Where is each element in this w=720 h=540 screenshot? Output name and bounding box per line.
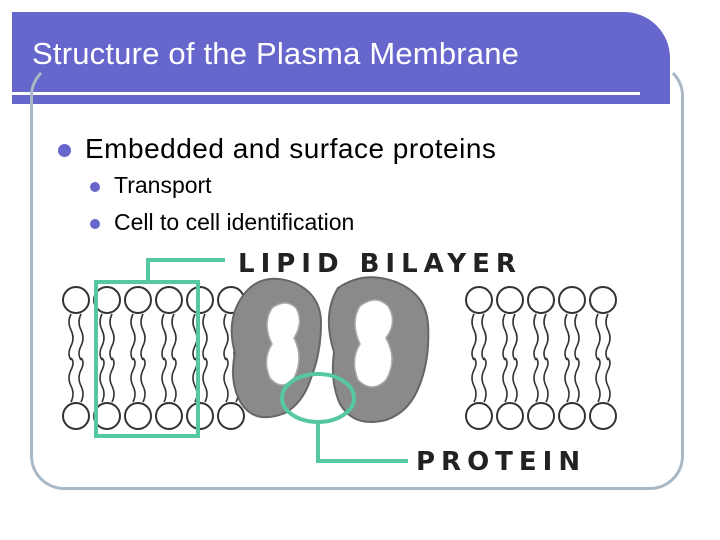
sub-bullet-text: Transport <box>114 172 212 198</box>
lipid-tail <box>595 313 601 361</box>
bullet-dot-icon <box>58 143 71 157</box>
membrane-diagram: LIPID BILAYER PROTEIN <box>60 248 660 483</box>
lipid-head <box>124 286 152 314</box>
lipid-tail <box>202 313 208 361</box>
lipid-tail <box>471 313 477 361</box>
lipid-head <box>217 402 245 430</box>
lipid-tail <box>171 357 177 403</box>
sub-bullet-dot-icon <box>90 181 100 192</box>
lipid-tail <box>564 313 570 361</box>
lipid-tail <box>140 313 146 361</box>
lipid-tail <box>109 357 115 403</box>
lipid-tail <box>140 357 146 403</box>
lipid-head <box>589 402 617 430</box>
lipid-tail <box>533 357 539 403</box>
content-frame <box>30 62 684 490</box>
lipid-tail <box>543 357 549 403</box>
lipid-tail <box>78 313 84 361</box>
lipid-head <box>527 402 555 430</box>
lipid-tail <box>481 313 487 361</box>
lipid-tail <box>502 313 508 361</box>
sub-bullet-item: Transport <box>90 172 212 199</box>
lipid-tail <box>512 357 518 403</box>
lipid-tail <box>78 357 84 403</box>
bullet-item: Embedded and surface proteins <box>58 133 496 165</box>
lipid-tail <box>99 357 105 403</box>
lipid-tail <box>223 357 229 403</box>
sub-bullet-text: Cell to cell identification <box>114 209 355 235</box>
lipid-tail <box>161 313 167 361</box>
lipid-tail <box>130 313 136 361</box>
lipid-bilayer-illustration: LIPID BILAYER PROTEIN <box>62 249 617 477</box>
lipid-highlight-box <box>94 280 200 438</box>
lipid-tail <box>109 313 115 361</box>
lipid-tail <box>533 313 539 361</box>
lipid-head <box>62 402 90 430</box>
protein-channel <box>353 299 394 388</box>
protein-callout-line <box>316 422 408 463</box>
lipid-tail <box>595 357 601 403</box>
protein-label: PROTEIN <box>416 447 586 477</box>
lipid-head <box>496 402 524 430</box>
lipid-tail <box>502 357 508 403</box>
lipid-head <box>496 286 524 314</box>
lipid-bilayer-label: LIPID BILAYER <box>238 249 522 279</box>
protein-channel <box>265 302 301 386</box>
title-underline <box>12 92 640 95</box>
lipid-head <box>589 286 617 314</box>
lipid-head <box>155 402 183 430</box>
lipid-head <box>62 286 90 314</box>
lipid-tail <box>161 357 167 403</box>
lipid-tail <box>512 313 518 361</box>
protein-shape <box>230 276 430 423</box>
lipid-tail <box>564 357 570 403</box>
lipid-tail <box>68 357 74 403</box>
slide-title: Structure of the Plasma Membrane <box>32 36 520 71</box>
lipid-tail <box>481 357 487 403</box>
lipid-head <box>465 286 493 314</box>
lipid-tail <box>471 357 477 403</box>
lipid-head <box>558 286 586 314</box>
lipid-tail <box>130 357 136 403</box>
lipid-head <box>527 286 555 314</box>
lipid-tail <box>99 313 105 361</box>
bullet-text: Embedded and surface proteins <box>85 133 497 164</box>
lipid-tail <box>171 313 177 361</box>
lipid-tail <box>605 313 611 361</box>
lipid-head <box>155 286 183 314</box>
lipid-tail <box>605 357 611 403</box>
lipid-tail <box>202 357 208 403</box>
title-bar <box>12 12 670 104</box>
lipid-tail <box>68 313 74 361</box>
lipid-tail <box>223 313 229 361</box>
lipid-head <box>558 402 586 430</box>
lipid-head <box>124 402 152 430</box>
lipid-head <box>465 402 493 430</box>
lipid-bilayer-callout-line <box>146 258 225 280</box>
lipid-tail <box>574 313 580 361</box>
lipid-tail <box>574 357 580 403</box>
sub-bullet-item: Cell to cell identification <box>90 209 354 236</box>
lipid-tail <box>543 313 549 361</box>
sub-bullet-dot-icon <box>90 218 100 229</box>
